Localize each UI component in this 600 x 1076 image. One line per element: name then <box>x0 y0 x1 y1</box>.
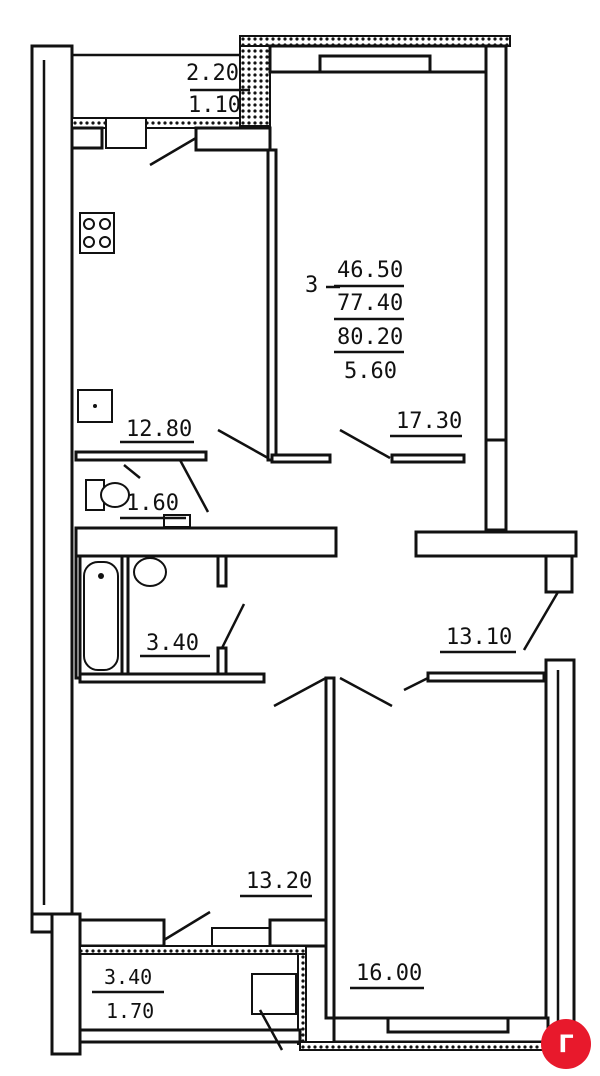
hallway-walls <box>414 438 578 651</box>
bottom-walls <box>50 910 550 1056</box>
hallway-area: 13.10 <box>446 625 512 650</box>
balcony-top-depth: 1.10 <box>188 93 241 118</box>
toilet-area: 1.60 <box>126 491 179 516</box>
kitchen-area: 12.80 <box>126 417 192 442</box>
logo-badge: Γ <box>541 1019 591 1069</box>
bathroom-room <box>74 554 266 684</box>
exterior-wall-right <box>544 658 576 1042</box>
balcony-bottom-width: 3.40 <box>104 965 152 989</box>
toilet-room <box>74 450 338 558</box>
living-area-label: 46.50 <box>337 258 403 283</box>
exterior-wall-left <box>30 44 74 934</box>
stove-icon <box>79 212 115 254</box>
apartment-summary: 3 46.50 77.40 80.20 5.60 <box>305 258 404 384</box>
total-with-balconies-label: 80.20 <box>337 325 403 350</box>
balcony-top-width: 2.20 <box>186 61 239 86</box>
balcony-top <box>71 37 271 129</box>
total-area-label: 77.40 <box>337 291 403 316</box>
exterior-wall-top-right <box>239 35 511 538</box>
sink-icon <box>77 389 113 423</box>
rooms-count-label: 3 <box>305 273 318 298</box>
living-room-area: 17.30 <box>396 409 462 434</box>
bedroom-left-area: 13.20 <box>246 869 312 894</box>
bedroom-right-area: 16.00 <box>356 961 422 986</box>
corridor-walls <box>273 671 546 1020</box>
balcony-area-label: 5.60 <box>344 359 397 384</box>
room-labels: 2.20 1.10 12.80 17.30 1.60 3.40 13.10 13… <box>92 61 516 1023</box>
kitchen-walls <box>70 117 466 464</box>
balcony-bottom-depth: 1.70 <box>106 999 154 1023</box>
bathroom-area: 3.40 <box>146 631 199 656</box>
